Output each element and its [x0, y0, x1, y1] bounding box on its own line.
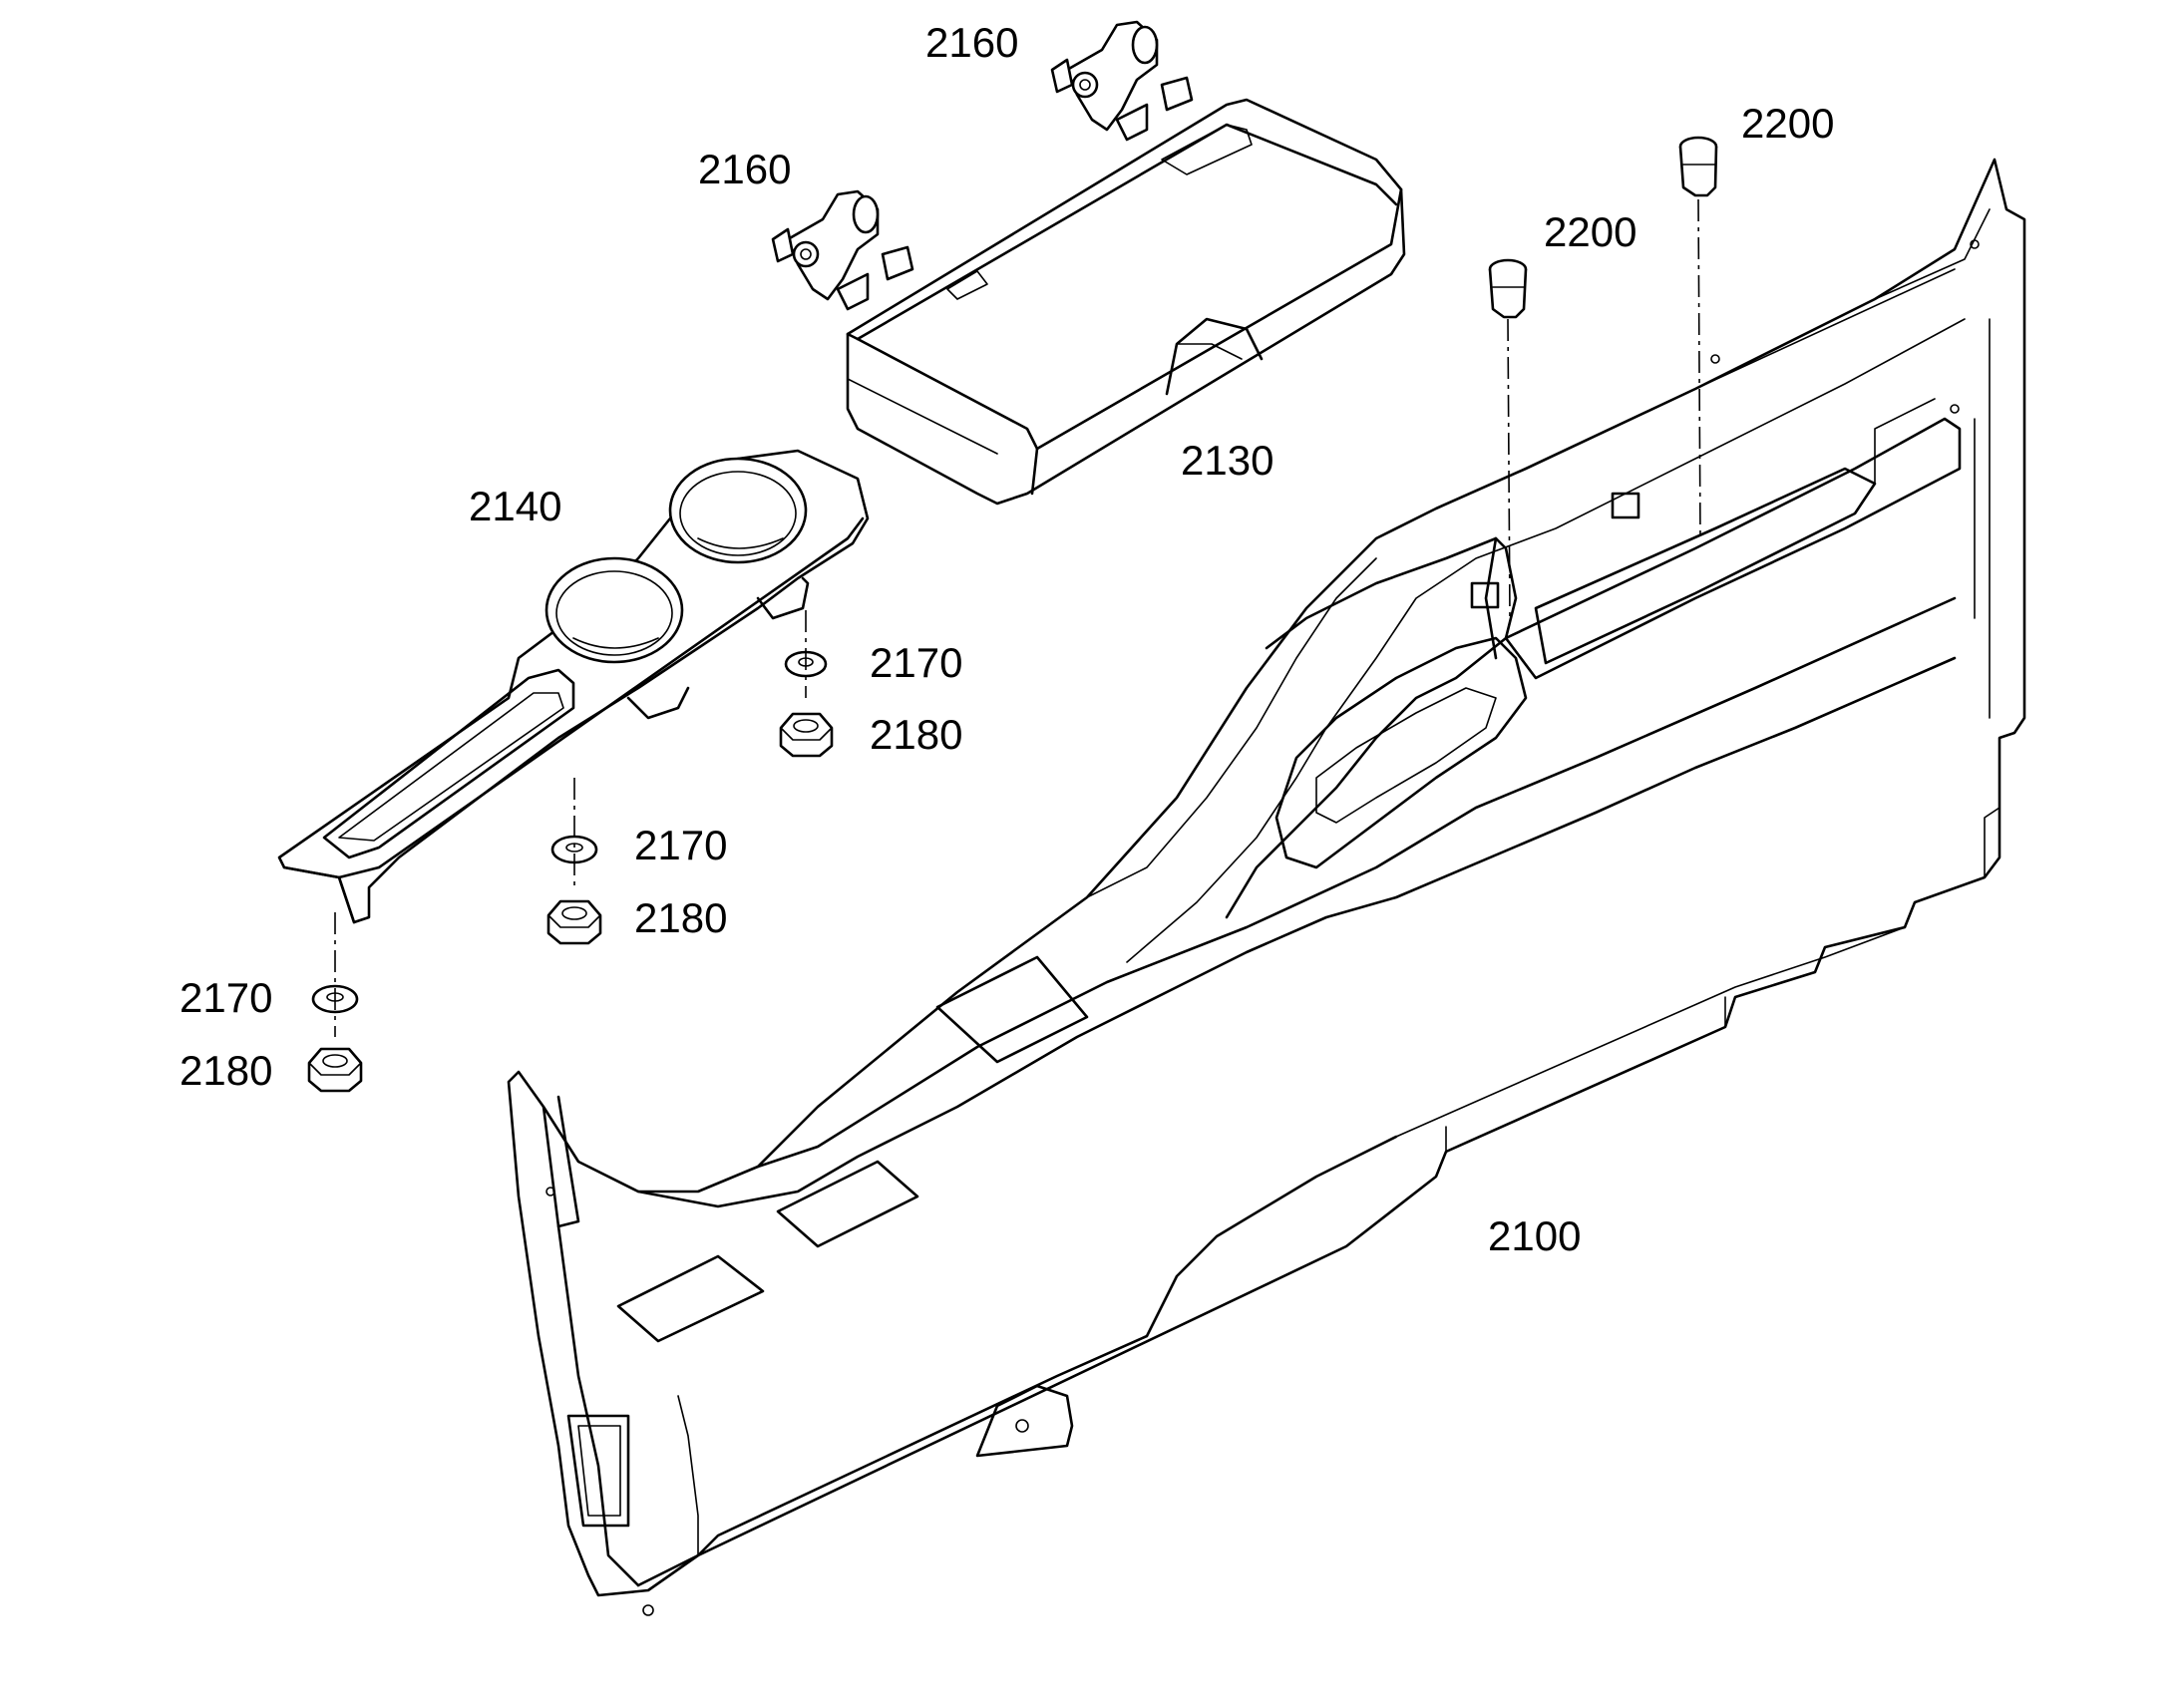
- hinge-2160-lower[interactable]: [771, 189, 914, 311]
- part-label-2130[interactable]: 2130: [1181, 437, 1273, 484]
- part-label-2200-left[interactable]: 2200: [1544, 208, 1636, 255]
- armrest-cushion-2130[interactable]: [846, 98, 1406, 506]
- part-label-2180-upper[interactable]: 2180: [870, 711, 962, 758]
- part-label-2200-right[interactable]: 2200: [1741, 100, 1834, 147]
- cup-holder-tray-2140[interactable]: [277, 449, 870, 924]
- nut-2180-a[interactable]: [779, 712, 834, 758]
- part-label-2180-lower[interactable]: 2180: [180, 1047, 272, 1094]
- plug-2200-b[interactable]: [1488, 258, 1528, 319]
- nut-2180-b[interactable]: [546, 899, 602, 945]
- part-label-2160-lower[interactable]: 2160: [698, 146, 791, 192]
- part-label-2180-middle[interactable]: 2180: [634, 894, 727, 941]
- part-label-2100[interactable]: 2100: [1488, 1212, 1581, 1259]
- part-label-2170-upper[interactable]: 2170: [870, 639, 962, 686]
- hinge-2160-upper[interactable]: [1050, 20, 1194, 142]
- plug-2200-a[interactable]: [1678, 136, 1718, 197]
- part-label-2140[interactable]: 2140: [469, 483, 561, 529]
- part-label-2170-lower[interactable]: 2170: [180, 974, 272, 1021]
- center-console-2100[interactable]: [507, 158, 2026, 1616]
- part-label-2170-middle[interactable]: 2170: [634, 822, 727, 868]
- part-label-2160-upper[interactable]: 2160: [925, 19, 1018, 66]
- nut-2180-c[interactable]: [307, 1047, 363, 1093]
